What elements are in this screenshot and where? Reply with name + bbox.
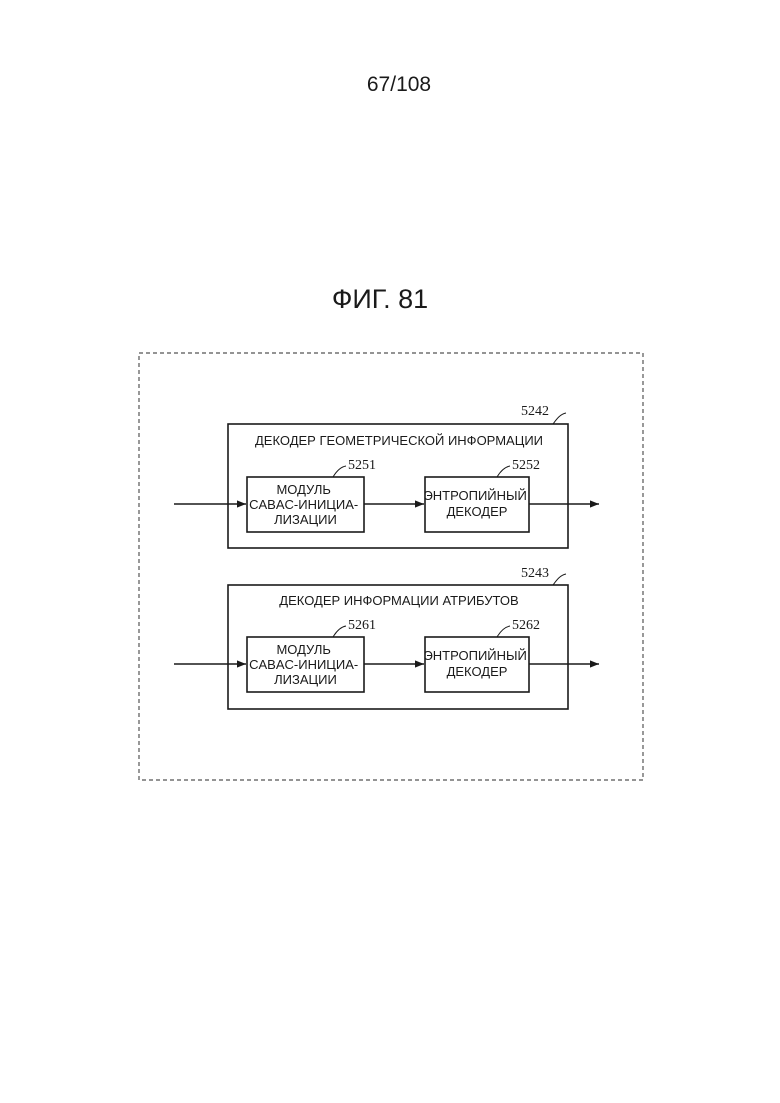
geometry-entropy-decoder-ref: 5252: [512, 458, 540, 473]
attribute-init-module-line-1: МОДУЛЬ: [276, 642, 331, 657]
geometry-init-module-line-2: CABAC-ИНИЦИА-: [249, 497, 358, 512]
geometry-entropy-decoder-line-2: ДЕКОДЕР: [447, 504, 508, 519]
geometry-decoder-title: ДЕКОДЕР ГЕОМЕТРИЧЕСКОЙ ИНФОРМАЦИИ: [255, 433, 543, 448]
geometry-decoder-ref: 5242: [521, 404, 549, 419]
attribute-init-module-line-3: ЛИЗАЦИИ: [274, 672, 337, 687]
geometry-entropy-decoder-line-1: ЭНТРОПИЙНЫЙ: [423, 488, 526, 503]
attribute-init-module-ref: 5261: [348, 618, 376, 633]
figure-title: ФИГ. 81: [332, 284, 428, 314]
attribute-decoder-block: ДЕКОДЕР ИНФОРМАЦИИ АТРИБУТОВ 5243 МОДУЛЬ…: [174, 566, 599, 709]
attribute-init-module-line-2: CABAC-ИНИЦИА-: [249, 657, 358, 672]
outer-dashed-boundary: [139, 353, 643, 780]
page-number: 67/108: [367, 73, 431, 96]
attribute-decoder-title: ДЕКОДЕР ИНФОРМАЦИИ АТРИБУТОВ: [279, 593, 518, 608]
geometry-init-module-line-3: ЛИЗАЦИИ: [274, 512, 337, 527]
attribute-decoder-ref-leader: [553, 574, 566, 585]
geometry-init-module-line-1: МОДУЛЬ: [276, 482, 331, 497]
geometry-decoder-block: ДЕКОДЕР ГЕОМЕТРИЧЕСКОЙ ИНФОРМАЦИИ 5242 М…: [174, 404, 599, 548]
attribute-decoder-ref: 5243: [521, 566, 549, 581]
attribute-entropy-decoder-line-2: ДЕКОДЕР: [447, 664, 508, 679]
geometry-init-module-ref: 5251: [348, 458, 376, 473]
attribute-entropy-decoder-ref: 5262: [512, 618, 540, 633]
attribute-entropy-decoder-line-1: ЭНТРОПИЙНЫЙ: [423, 648, 526, 663]
geometry-decoder-ref-leader: [553, 413, 566, 424]
